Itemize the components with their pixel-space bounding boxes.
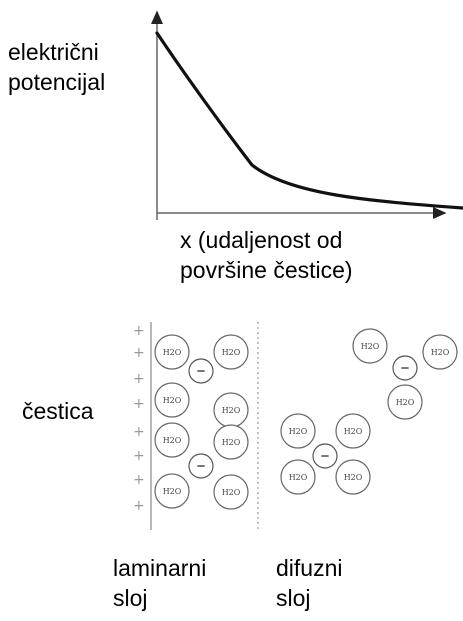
- svg-text:H2O: H2O: [222, 488, 241, 497]
- svg-text:H2O: H2O: [396, 398, 415, 407]
- diffuse-layer-label-line1: difuzni: [276, 555, 343, 581]
- svg-text:H2O: H2O: [163, 348, 182, 357]
- y-axis-label: električni potencijal: [8, 37, 105, 97]
- anion: −: [392, 355, 418, 381]
- surface-charges: + + + + + + + +: [133, 323, 145, 514]
- water-molecule: H2O: [335, 459, 371, 495]
- y-axis-label-line2: potencijal: [8, 69, 106, 95]
- plus-sign: +: [133, 371, 145, 387]
- svg-text:H2O: H2O: [361, 342, 380, 351]
- x-axis-label-line2: površine čestice): [180, 257, 353, 283]
- svg-text:H2O: H2O: [163, 487, 182, 496]
- water-molecule: H2O: [352, 328, 388, 364]
- water-molecule: H2O: [154, 334, 190, 370]
- water-molecule: H2O: [213, 392, 249, 428]
- molecules: H2O H2O H2O H2O H2O H2O H2O H2O − − H2O H2O H2O H2O − H…: [154, 328, 458, 510]
- svg-text:H2O: H2O: [222, 438, 241, 447]
- svg-text:H2O: H2O: [431, 348, 450, 357]
- water-molecule: H2O: [154, 422, 190, 458]
- water-molecule: H2O: [335, 413, 371, 449]
- water-molecule: H2O: [280, 413, 316, 449]
- plus-sign: +: [133, 424, 145, 440]
- laminar-layer-label-line2: sloj: [113, 585, 148, 611]
- particle-label: čestica: [22, 398, 94, 424]
- anion: −: [188, 453, 214, 479]
- svg-text:H2O: H2O: [289, 427, 308, 436]
- svg-text:H2O: H2O: [344, 473, 363, 482]
- x-axis-label-line1: x (udaljenost od: [180, 227, 343, 253]
- plus-sign: +: [133, 472, 145, 488]
- plus-sign: +: [133, 323, 145, 339]
- y-axis-label-line1: električni: [8, 39, 99, 65]
- x-axis-label: x (udaljenost od površine čestice): [180, 225, 353, 285]
- plus-sign: +: [133, 498, 145, 514]
- water-molecule: H2O: [213, 424, 249, 460]
- water-molecule: H2O: [154, 382, 190, 418]
- svg-text:H2O: H2O: [222, 406, 241, 415]
- svg-text:−: −: [401, 360, 410, 377]
- svg-text:−: −: [321, 448, 330, 465]
- water-molecule: H2O: [213, 474, 249, 510]
- svg-text:−: −: [197, 363, 206, 380]
- anion: −: [188, 358, 214, 384]
- svg-text:H2O: H2O: [289, 473, 308, 482]
- svg-text:H2O: H2O: [222, 348, 241, 357]
- plus-sign: +: [133, 396, 145, 412]
- potential-curve: [155, 31, 463, 210]
- water-molecule: H2O: [422, 334, 458, 370]
- water-molecule: H2O: [280, 459, 316, 495]
- diffuse-layer-label-line2: sloj: [276, 585, 311, 611]
- water-molecule: H2O: [387, 384, 423, 420]
- water-molecule: H2O: [213, 334, 249, 370]
- svg-text:H2O: H2O: [163, 436, 182, 445]
- laminar-layer-label: laminarni sloj: [113, 553, 206, 613]
- anion: −: [312, 443, 338, 469]
- laminar-layer-label-line1: laminarni: [113, 555, 207, 581]
- svg-text:H2O: H2O: [163, 396, 182, 405]
- plus-sign: +: [133, 448, 145, 464]
- svg-text:−: −: [197, 458, 206, 475]
- water-molecule: H2O: [154, 473, 190, 509]
- svg-text:H2O: H2O: [344, 427, 363, 436]
- plus-sign: +: [133, 345, 145, 361]
- diffuse-layer-label: difuzni sloj: [276, 553, 342, 613]
